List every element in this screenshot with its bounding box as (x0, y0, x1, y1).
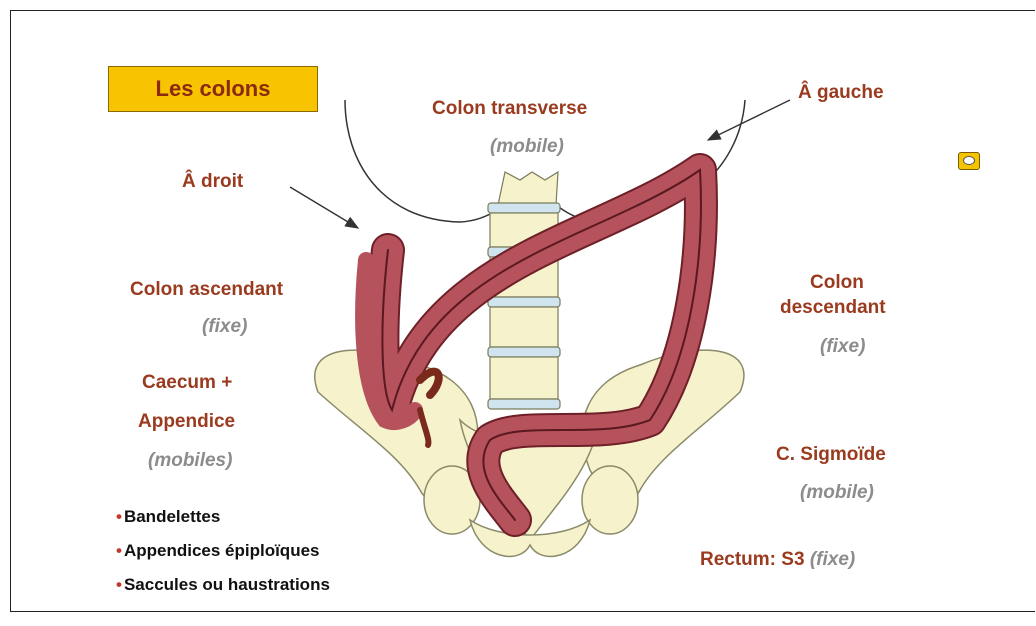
slide-title: Les colons (108, 66, 318, 112)
note-sigmoide: (mobile) (800, 482, 874, 504)
label-colon-descendant-2: descendant (780, 297, 886, 319)
bullet-marker: • (116, 575, 122, 594)
feature-list: •Bandelettes •Appendices épiploïques •Sa… (116, 500, 330, 602)
bullet-marker: • (116, 541, 122, 560)
list-item: •Saccules ou haustrations (116, 568, 330, 602)
rectum-text: Rectum: S3 (700, 549, 805, 570)
rectum-note: (fixe) (810, 549, 855, 570)
label-colon-transverse: Colon transverse (432, 98, 587, 120)
note-caecum: (mobiles) (148, 450, 232, 472)
label-appendice: Appendice (138, 411, 235, 433)
note-colon-ascendant: (fixe) (202, 316, 247, 338)
label-left-flexure: Â gauche (798, 82, 884, 104)
arrow-right-flexure (290, 187, 358, 228)
label-rectum: Rectum: S3 (fixe) (700, 549, 855, 571)
speech-bubble-icon[interactable] (958, 152, 980, 170)
bullet-text: Appendices épiploïques (124, 541, 320, 560)
note-colon-transverse: (mobile) (490, 136, 564, 158)
note-colon-descendant: (fixe) (820, 336, 865, 358)
label-colon-ascendant: Colon ascendant (130, 279, 283, 301)
list-item: •Appendices épiploïques (116, 534, 330, 568)
bullet-marker: • (116, 507, 122, 526)
bullet-text: Saccules ou haustrations (124, 575, 330, 594)
label-caecum: Caecum + (142, 372, 232, 394)
list-item: •Bandelettes (116, 500, 330, 534)
label-colon-descendant-1: Colon (810, 272, 864, 294)
arrow-left-flexure (708, 100, 790, 140)
bullet-text: Bandelettes (124, 507, 220, 526)
label-right-flexure: Â droit (182, 171, 243, 193)
label-sigmoide: C. Sigmoïde (776, 444, 886, 466)
